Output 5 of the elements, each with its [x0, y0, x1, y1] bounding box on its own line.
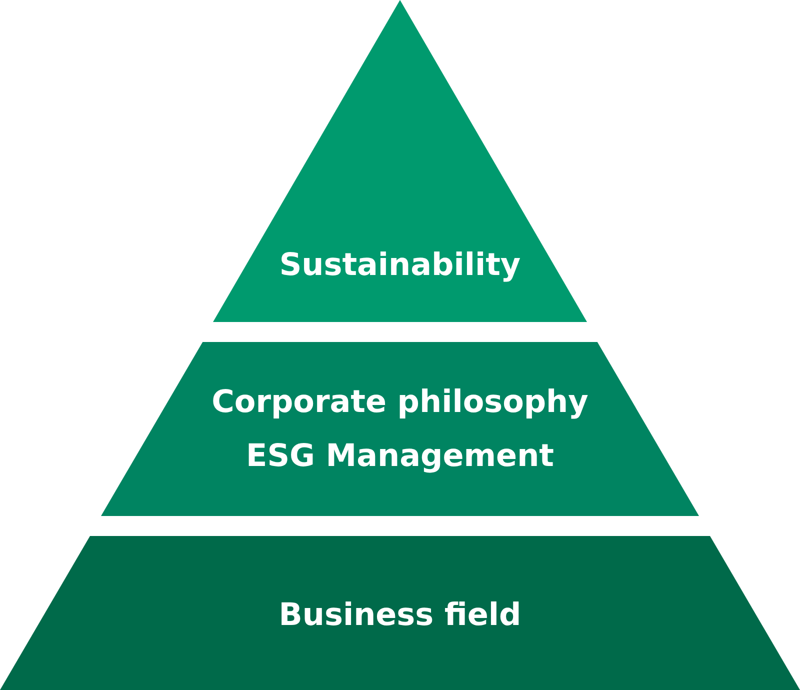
tier-label: Corporate philosophy [212, 383, 588, 422]
pyramid-tier [0, 536, 800, 690]
tier-label: Sustainability [279, 246, 521, 285]
tier-label: ESG Management [246, 437, 554, 476]
tier-label: Business field [278, 596, 522, 635]
